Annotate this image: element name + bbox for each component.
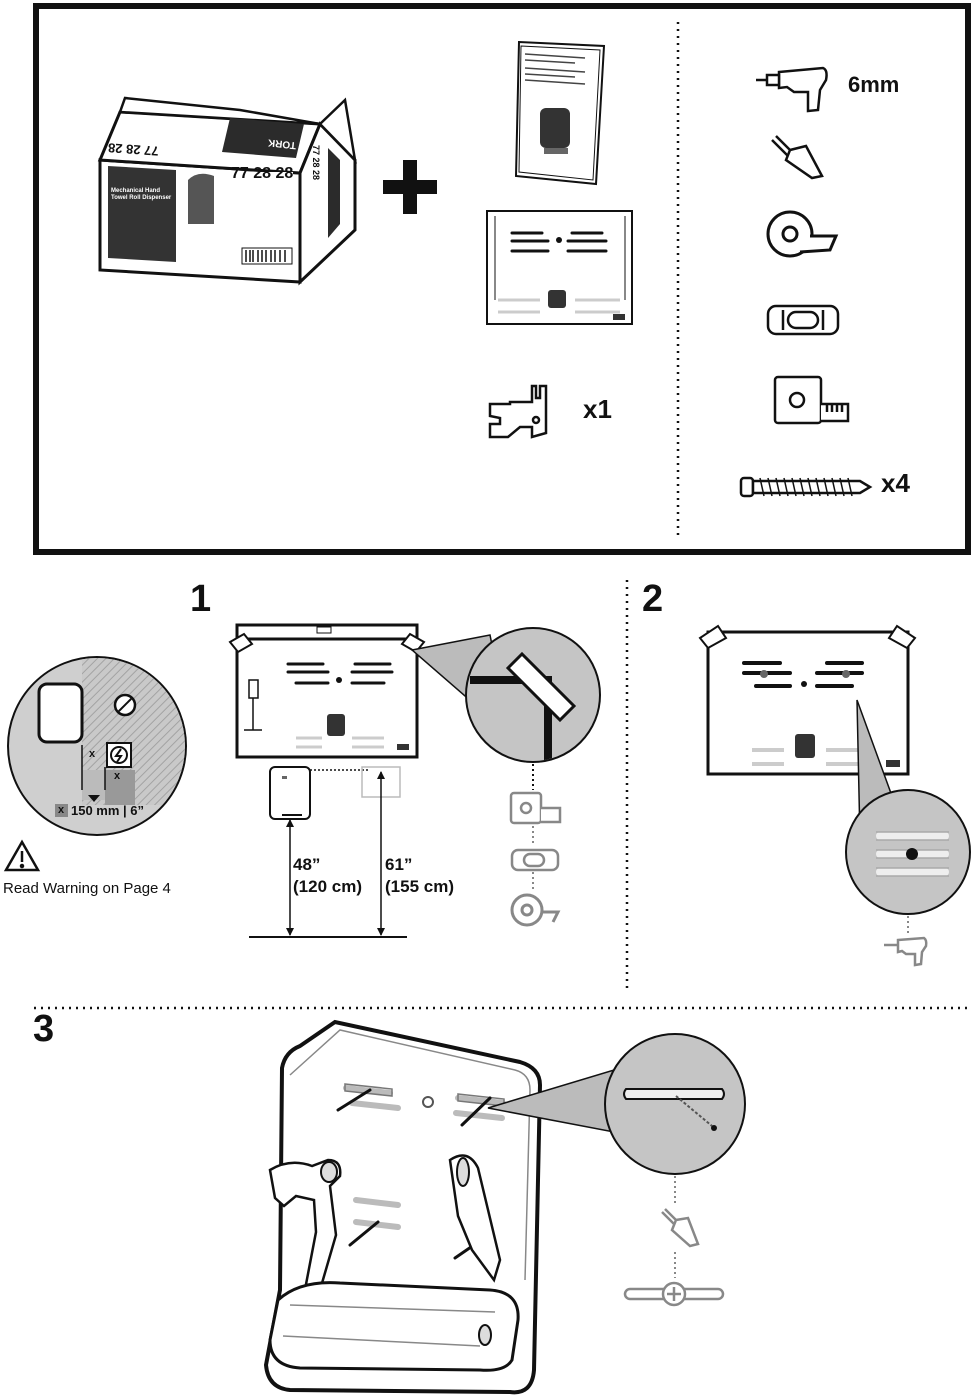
warning-icon [3, 839, 41, 872]
template-screws [698, 624, 917, 776]
product-box [97, 96, 357, 286]
screw-head-level-icon [623, 1281, 725, 1307]
dispenser-back [263, 1019, 543, 1395]
tape-dispenser-icon [766, 210, 839, 258]
corner-zoom [465, 627, 601, 763]
height-48-metric: (120 cm) [293, 877, 362, 896]
bracket-quantity: x1 [583, 394, 612, 424]
spirit-level-icon [766, 304, 840, 336]
clearance-diagram [7, 656, 187, 836]
tape-dispenser-icon-small [510, 893, 561, 927]
height-61-inches: 61” [385, 855, 413, 874]
screwdriver-icon-small [661, 1208, 700, 1248]
step-2-number: 2 [642, 578, 664, 620]
height-61-label: 61” (155 cm) [385, 854, 454, 898]
box-product-name: Mechanical Hand Towel Roll Dispenser [111, 188, 171, 202]
box-product-name-line-1: Mechanical Hand [111, 188, 161, 194]
template-on-wall [228, 623, 426, 759]
screw-quantity: x4 [881, 468, 910, 498]
clearance-x-label: x [58, 804, 65, 816]
clearance-x-mark-2: x [114, 770, 121, 782]
box-product-number-side: 77 28 28 [311, 145, 321, 181]
screw-icon [739, 476, 873, 498]
mounting-template [486, 210, 633, 325]
box-product-name-line-2: Towel Roll Dispenser [111, 195, 172, 201]
screw-zoom [845, 789, 971, 915]
slot-zoom [604, 1033, 746, 1175]
plus-icon [383, 160, 437, 214]
drill-icon [756, 66, 828, 113]
clearance-distance: 150 mm | 6” [71, 803, 145, 818]
height-48-inches: 48” [293, 855, 321, 874]
contents-frame [33, 3, 971, 555]
height-61-metric: (155 cm) [385, 877, 454, 896]
height-48-label: 48” (120 cm) [293, 854, 362, 898]
dispenser-position [249, 766, 407, 938]
tape-measure-icon-small [509, 791, 562, 825]
step-3-number: 3 [33, 1008, 55, 1050]
screwdriver-icon [771, 135, 824, 180]
manual-booklet [514, 40, 606, 186]
drill-icon-small [884, 936, 928, 967]
step-1-number: 1 [190, 578, 212, 620]
tape-measure-icon [773, 375, 850, 425]
clearance-x-mark-1: x [89, 748, 96, 760]
drill-bit-size: 6mm [848, 72, 900, 97]
warning-text: Read Warning on Page 4 [3, 880, 171, 897]
spirit-level-icon-small [510, 848, 560, 872]
box-product-number: 77 28 28 [231, 165, 294, 182]
wall-bracket-clip [488, 384, 548, 439]
